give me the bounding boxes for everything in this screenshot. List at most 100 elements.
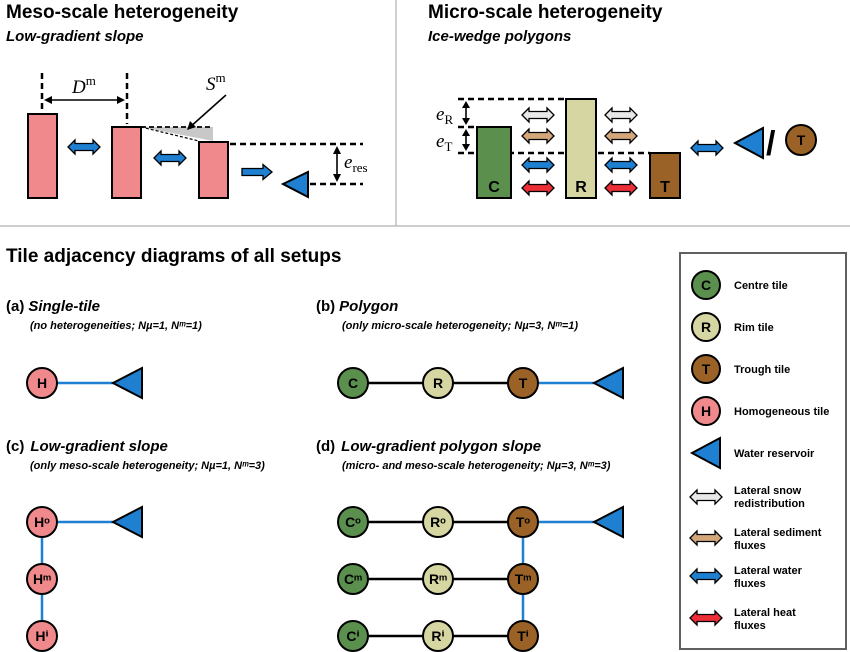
legend: C Centre tile R Rim tile T Trough tile H… [679, 252, 847, 650]
setup-d-node-trough-middle [507, 563, 539, 595]
micro-bar-trough [649, 152, 681, 199]
legend-centre-icon [691, 270, 721, 300]
micro-panel: Micro-scale heterogeneity Ice-wedge poly… [428, 2, 817, 199]
setup-d-reservoir-icon [591, 505, 624, 539]
micro-bar-centre-label: C [488, 179, 500, 196]
legend-centre-symbol: C [701, 277, 711, 293]
micro-slash: / [766, 125, 776, 163]
water-arrow-rt [604, 157, 638, 173]
setup-c-node-lower [26, 620, 58, 652]
snow-arrow-rt [604, 107, 638, 123]
micro-bar-centre [476, 126, 512, 199]
legend-rim-label: Rim tile [734, 322, 774, 334]
setup-d-node-rim-upper-label: Rᵒ [430, 514, 446, 530]
setup-b-node-trough-label: T [519, 375, 528, 391]
setup-d-node-trough-upper [507, 506, 539, 538]
legend-trough-symbol: T [702, 361, 711, 377]
et-label: eT [436, 131, 452, 154]
setup-c-node-middle-label: Hᵐ [33, 571, 51, 587]
setup-b-reservoir-icon [591, 366, 624, 400]
micro-reservoir-icon [732, 126, 764, 160]
legend-rim-icon [691, 312, 721, 342]
legend-homogeneous-label: Homogeneous tile [734, 406, 829, 418]
setup-c-node-middle [26, 563, 58, 595]
meso-panel: Meso-scale heterogeneity Low-gradient sl… [6, 2, 368, 199]
legend-trough-icon [691, 354, 721, 384]
meso-title: Meso-scale heterogeneity [6, 2, 239, 23]
micro-title: Micro-scale heterogeneity [428, 2, 663, 23]
sediment-arrow-rt [604, 128, 638, 144]
eres-arrowhead-bottom [333, 174, 341, 182]
water-arrow-cr [521, 157, 555, 173]
setup-d-node-rim-upper [422, 506, 454, 538]
meso-reservoir-icon [280, 170, 309, 199]
setup-a-node-label: H [37, 375, 47, 391]
setup-b-node-rim [422, 367, 454, 399]
micro-trough-node [785, 124, 817, 156]
setup-b-node-centre [337, 367, 369, 399]
meso-water-arrow-1 [67, 139, 101, 155]
micro-subtitle: Ice-wedge polygons [428, 28, 571, 45]
water-arrow-reservoir [690, 140, 724, 156]
eres-arrowhead-top [333, 146, 341, 154]
setup-b-node-centre-label: C [348, 375, 358, 391]
meso-bar-1 [27, 113, 58, 199]
setup-b-node-rim-label: R [433, 375, 443, 391]
legend-reservoir-icon [689, 436, 721, 470]
micro-bar-rim-label: R [575, 179, 587, 196]
setup-d-node-rim-lower-label: Rⁱ [431, 628, 444, 644]
setup-b-desc: (only micro-scale heterogeneity; Nµ=3, N… [342, 320, 578, 332]
setup-d-node-centre-upper [337, 506, 369, 538]
setup-d-desc: (micro- and meso-scale heterogeneity; Nµ… [342, 460, 611, 472]
setup-c-desc: (only meso-scale heterogeneity; Nµ=1, Nᵐ… [30, 460, 265, 472]
dm-arrowhead-left [44, 96, 52, 104]
setup-d-node-centre-lower [337, 620, 369, 652]
legend-homogeneous-symbol: H [701, 403, 711, 419]
et-arrowhead-bottom [462, 144, 470, 151]
er-label: eR [436, 104, 453, 127]
sm-pointer [188, 94, 227, 129]
setup-a-node [26, 367, 58, 399]
meso-water-arrow-3 [241, 163, 273, 181]
legend-reservoir-label: Water reservoir [734, 448, 815, 460]
setup-b-heading: (b)Polygon [316, 298, 398, 315]
setup-d-node-centre-middle-label: Cᵐ [344, 571, 362, 587]
setup-c-node-lower-label: Hⁱ [35, 628, 48, 644]
dm-label: Dm [71, 73, 96, 98]
et-arrowhead-top [462, 129, 470, 136]
setup-d-node-rim-lower [422, 620, 454, 652]
setup-a-heading: (a)Single-tile [6, 298, 100, 315]
er-arrowhead-bottom [462, 118, 470, 125]
legend-homogeneous-icon [691, 396, 721, 426]
micro-trough-node-label: T [797, 132, 806, 148]
sm-label: Sm [206, 70, 226, 95]
heat-arrow-rt [604, 180, 638, 196]
meso-bar-2 [111, 126, 142, 199]
snow-arrow-cr [521, 107, 555, 123]
setup-d-node-trough-middle-label: Tᵐ [515, 571, 532, 587]
setup-a-reservoir-icon [110, 366, 143, 400]
legend-trough-label: Trough tile [734, 364, 790, 376]
setup-c-heading: (c)Low-gradient slope [6, 438, 168, 455]
meso-water-arrow-2 [153, 150, 187, 166]
dm-arrowhead-right [117, 96, 125, 104]
slope-wedge [141, 127, 213, 141]
setup-b-node-trough [507, 367, 539, 399]
adjacency-title: Tile adjacency diagrams of all setups [6, 246, 341, 267]
legend-centre-label: Centre tile [734, 280, 788, 292]
setup-d-node-centre-upper-label: Cᵒ [345, 514, 361, 530]
legend-rim-symbol: R [701, 319, 711, 335]
setup-d-node-centre-lower-label: Cⁱ [346, 628, 359, 644]
eres-label: eres [344, 152, 368, 175]
sm-pointer-head [187, 121, 196, 130]
heat-arrow-cr [521, 180, 555, 196]
setup-c-reservoir-icon [110, 505, 143, 539]
adjacency-panel: Tile adjacency diagrams of all setups (a… [6, 246, 624, 652]
setup-d-node-trough-lower-label: Tⁱ [517, 628, 529, 644]
sediment-arrow-cr [521, 128, 555, 144]
setup-d-heading: (d)Low-gradient polygon slope [316, 438, 541, 455]
